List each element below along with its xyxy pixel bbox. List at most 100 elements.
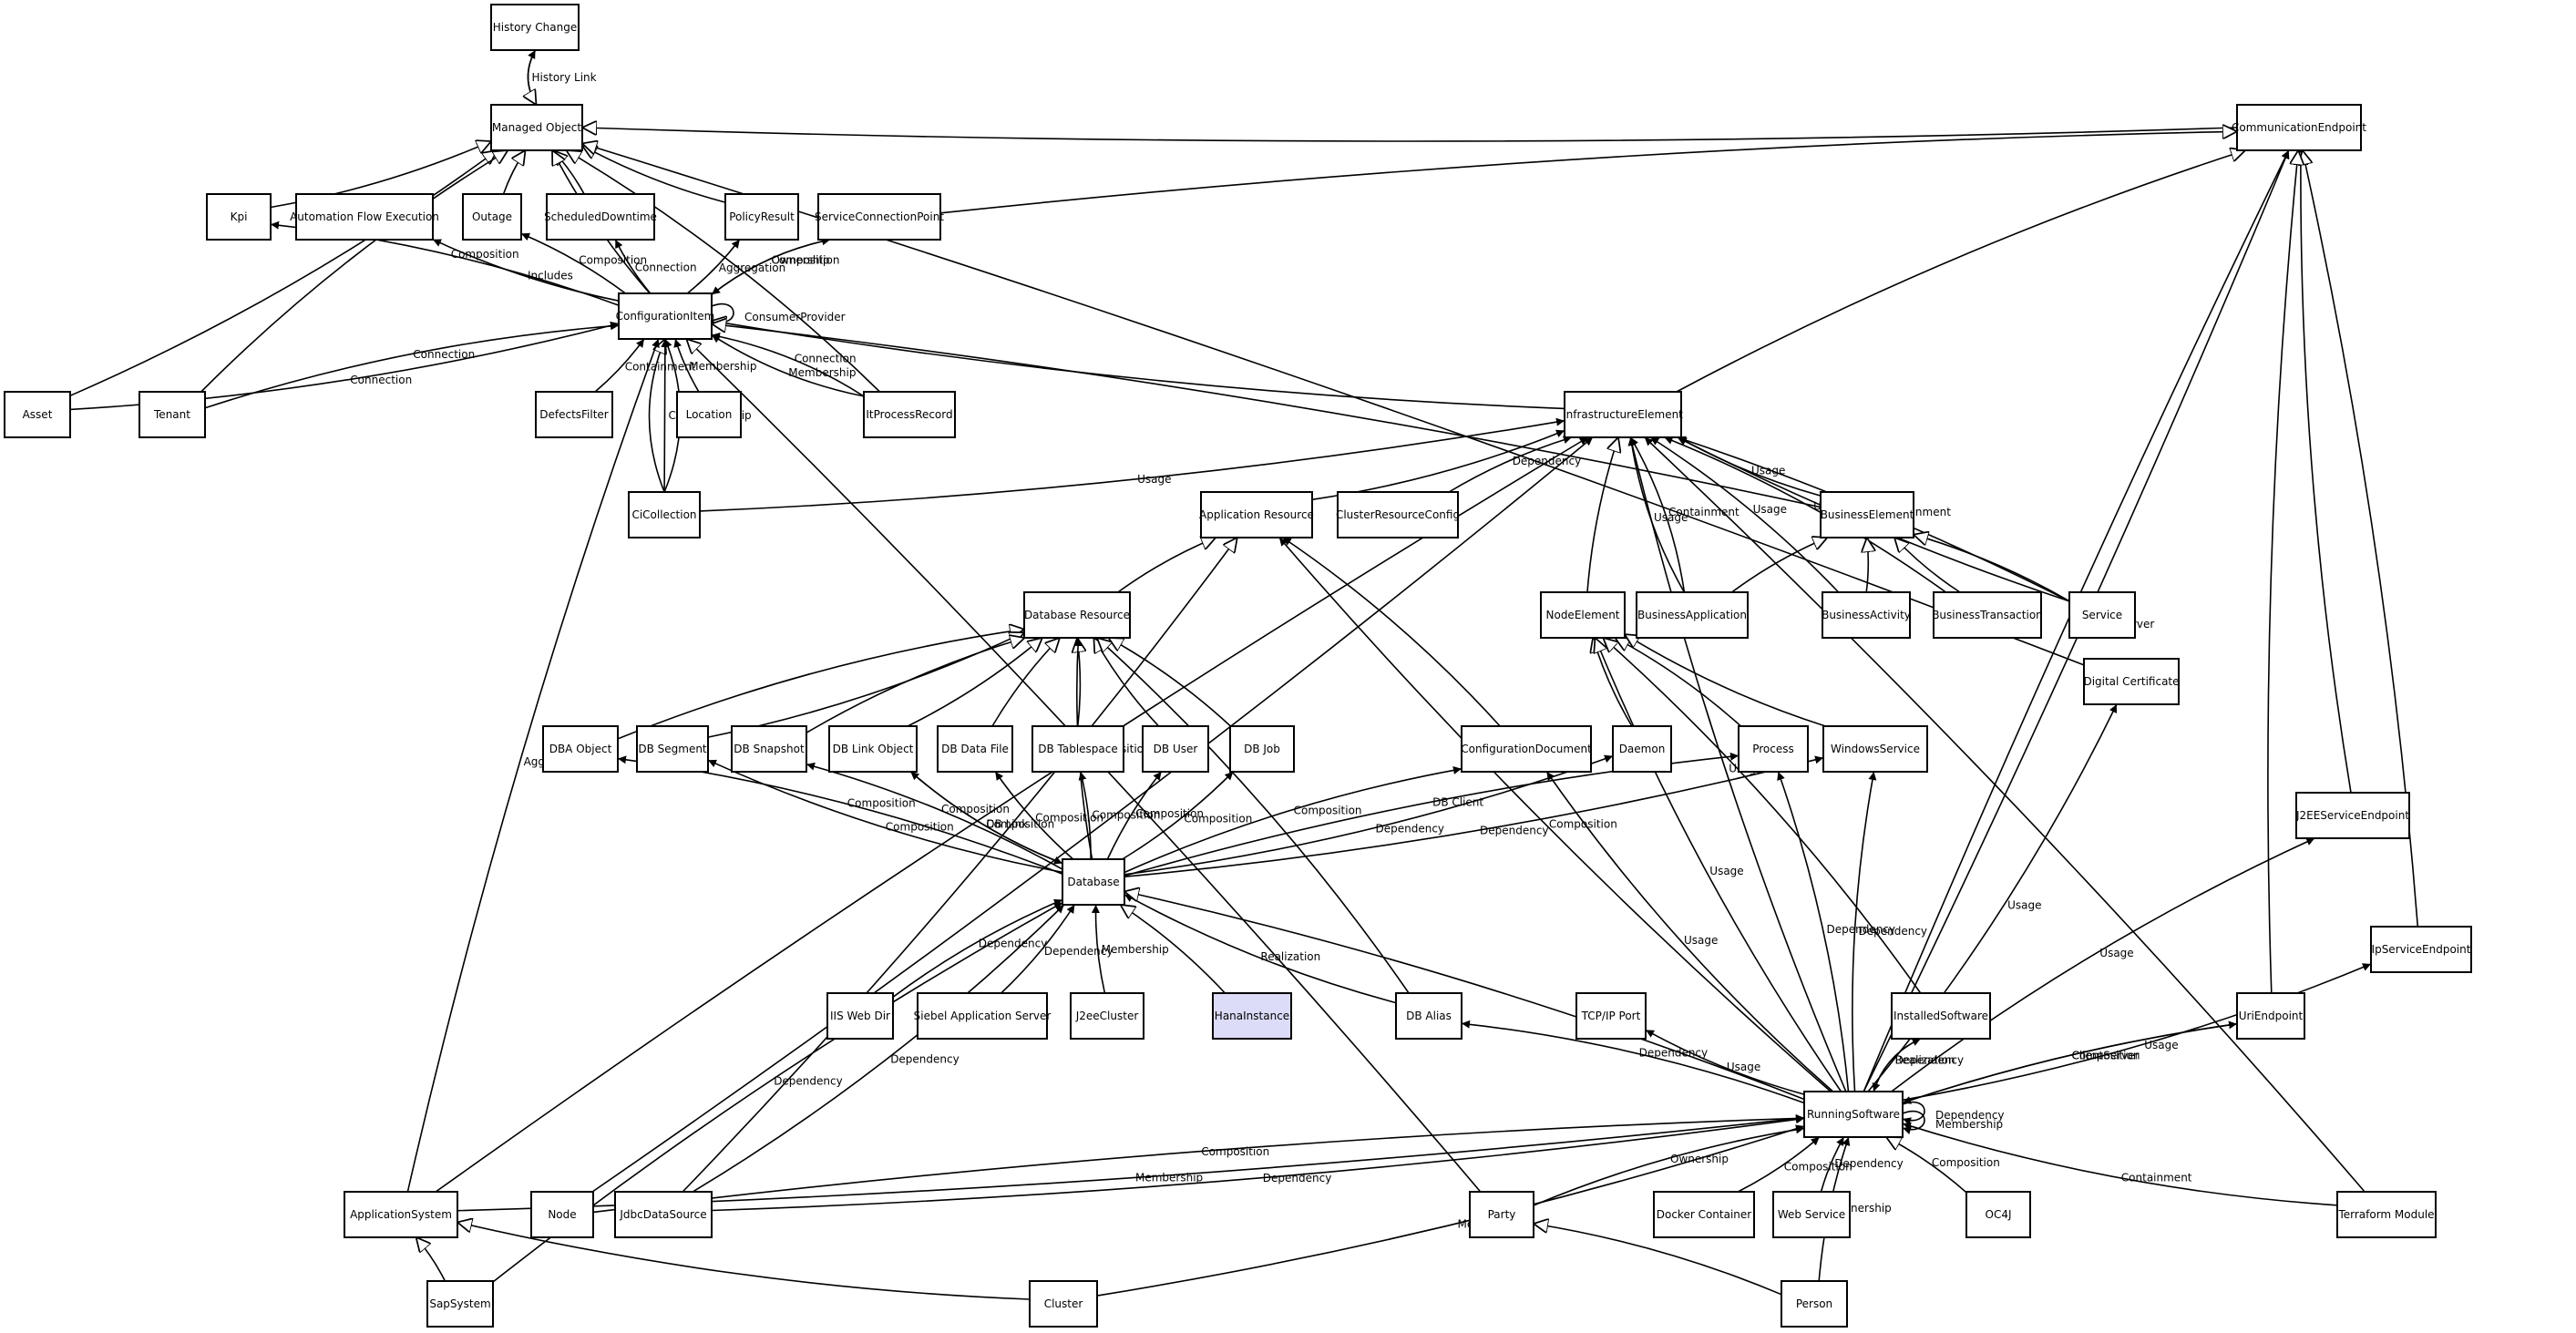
node-box[interactable] bbox=[636, 725, 709, 773]
node-box[interactable] bbox=[1738, 725, 1809, 773]
node-box[interactable] bbox=[826, 992, 894, 1040]
node-box[interactable] bbox=[1653, 1191, 1755, 1238]
class-node-cluster-resource-config[interactable]: ClusterResourceConfig bbox=[1336, 491, 1460, 538]
class-node-communication-endpoint[interactable]: CommunicationEndpoint bbox=[2232, 104, 2366, 151]
node-box[interactable] bbox=[628, 491, 701, 538]
class-node-jdbc-data-source[interactable]: JdbcDataSource bbox=[614, 1191, 713, 1238]
node-box[interactable] bbox=[2236, 104, 2362, 151]
class-node-digital-certificate[interactable]: Digital Certificate bbox=[2083, 658, 2180, 705]
node-box[interactable] bbox=[1023, 591, 1131, 639]
node-box[interactable] bbox=[817, 193, 941, 241]
node-box[interactable] bbox=[917, 992, 1048, 1040]
class-node-database[interactable]: Database bbox=[1062, 858, 1125, 906]
class-node-dbuser[interactable]: DB User bbox=[1142, 725, 1209, 773]
class-node-database-resource[interactable]: Database Resource bbox=[1023, 591, 1131, 639]
class-node-party[interactable]: Party bbox=[1469, 1191, 1534, 1238]
node-box[interactable] bbox=[1803, 1091, 1904, 1138]
class-node-docker-container[interactable]: Docker Container bbox=[1653, 1191, 1755, 1238]
class-node-service[interactable]: Service bbox=[2068, 591, 2136, 639]
node-box[interactable] bbox=[1575, 992, 1647, 1040]
node-box[interactable] bbox=[1337, 491, 1459, 538]
class-node-dbtablespace[interactable]: DB Tablespace bbox=[1031, 725, 1124, 773]
node-box[interactable] bbox=[542, 725, 619, 773]
node-box[interactable] bbox=[1822, 591, 1911, 639]
class-node-business-transaction[interactable]: BusinessTransaction bbox=[1932, 591, 2043, 639]
node-box[interactable] bbox=[2295, 792, 2410, 839]
class-node-it-process-record[interactable]: ItProcessRecord bbox=[863, 391, 956, 438]
class-node-history-change[interactable]: History Change bbox=[490, 4, 580, 51]
node-box[interactable] bbox=[2068, 591, 2136, 639]
class-node-iisweb-dir[interactable]: IIS Web Dir bbox=[826, 992, 894, 1040]
class-node-defects-filter[interactable]: DefectsFilter bbox=[535, 391, 613, 438]
class-node-hana-instance[interactable]: HanaInstance bbox=[1212, 992, 1292, 1040]
node-box[interactable] bbox=[1029, 1280, 1098, 1328]
class-node-windows-service[interactable]: WindowsService bbox=[1822, 725, 1928, 773]
class-node-dbjob[interactable]: DB Job bbox=[1229, 725, 1295, 773]
class-node-process[interactable]: Process bbox=[1738, 725, 1809, 773]
class-node-sap-system[interactable]: SapSystem bbox=[426, 1280, 494, 1328]
node-box[interactable] bbox=[206, 193, 272, 241]
node-box[interactable] bbox=[1062, 858, 1125, 906]
class-node-scheduled-downtime[interactable]: ScheduledDowntime bbox=[544, 193, 657, 241]
node-box[interactable] bbox=[426, 1280, 494, 1328]
node-box[interactable] bbox=[1461, 725, 1592, 773]
node-box[interactable] bbox=[2236, 992, 2305, 1040]
class-node-business-element[interactable]: BusinessElement bbox=[1820, 491, 1914, 538]
class-node-service-connection-point[interactable]: ServiceConnectionPoint bbox=[815, 193, 944, 241]
class-node-business-activity[interactable]: BusinessActivity bbox=[1822, 591, 1911, 639]
node-box[interactable] bbox=[731, 725, 807, 773]
node-box[interactable] bbox=[1636, 591, 1749, 639]
node-box[interactable] bbox=[1229, 725, 1295, 773]
node-box[interactable] bbox=[344, 1191, 458, 1238]
node-box[interactable] bbox=[937, 725, 1013, 773]
node-box[interactable] bbox=[828, 725, 918, 773]
node-box[interactable] bbox=[618, 292, 713, 340]
class-node-outage[interactable]: Outage bbox=[462, 193, 522, 241]
node-box[interactable] bbox=[4, 391, 71, 438]
class-node-managed-object[interactable]: Managed Object bbox=[490, 104, 583, 151]
node-box[interactable] bbox=[462, 193, 522, 241]
class-node-infrastructure-element[interactable]: InfrastructureElement bbox=[1563, 391, 1683, 438]
class-node-tenant[interactable]: Tenant bbox=[139, 391, 206, 438]
class-node-tcpipport[interactable]: TCP/IP Port bbox=[1575, 992, 1647, 1040]
class-node-configuration-item[interactable]: ConfigurationItem bbox=[616, 292, 715, 340]
class-node-cluster[interactable]: Cluster bbox=[1029, 1280, 1098, 1328]
class-node-running-software[interactable]: RunningSoftware bbox=[1803, 1091, 1904, 1138]
class-node-automation-flow-execution[interactable]: Automation Flow Execution bbox=[290, 193, 439, 241]
node-box[interactable] bbox=[1965, 1191, 2031, 1238]
node-box[interactable] bbox=[490, 104, 583, 151]
node-box[interactable] bbox=[546, 193, 655, 241]
node-box[interactable] bbox=[2336, 1191, 2437, 1238]
class-node-kpi[interactable]: Kpi bbox=[206, 193, 272, 241]
node-box[interactable] bbox=[1200, 491, 1313, 538]
node-box[interactable] bbox=[1820, 491, 1914, 538]
class-node-j2-eeservice-endpoint[interactable]: J2EEServiceEndpoint bbox=[2295, 792, 2410, 839]
node-box[interactable] bbox=[1564, 391, 1682, 438]
node-box[interactable] bbox=[1772, 1191, 1851, 1238]
class-node-dbalias[interactable]: DB Alias bbox=[1395, 992, 1462, 1040]
node-box[interactable] bbox=[1031, 725, 1124, 773]
node-box[interactable] bbox=[1933, 591, 2042, 639]
class-node-dbsnapshot[interactable]: DB Snapshot bbox=[731, 725, 807, 773]
class-node-daemon[interactable]: Daemon bbox=[1612, 725, 1672, 773]
class-node-ip-service-endpoint[interactable]: IpServiceEndpoint bbox=[2370, 926, 2472, 973]
node-box[interactable] bbox=[2083, 658, 2180, 705]
class-node-application-resource[interactable]: Application Resource bbox=[1199, 491, 1314, 538]
node-box[interactable] bbox=[1540, 591, 1626, 639]
class-node-configuration-document[interactable]: ConfigurationDocument bbox=[1461, 725, 1592, 773]
node-box[interactable] bbox=[1395, 992, 1462, 1040]
node-box[interactable] bbox=[863, 391, 956, 438]
class-node-asset[interactable]: Asset bbox=[4, 391, 71, 438]
class-node-web-service[interactable]: Web Service bbox=[1772, 1191, 1851, 1238]
class-node-installed-software[interactable]: InstalledSoftware bbox=[1891, 992, 1991, 1040]
node-box[interactable] bbox=[1612, 725, 1672, 773]
class-node-application-system[interactable]: ApplicationSystem bbox=[344, 1191, 458, 1238]
node-box[interactable] bbox=[676, 391, 742, 438]
node-box[interactable] bbox=[1212, 992, 1292, 1040]
class-node-dbaobject[interactable]: DBA Object bbox=[542, 725, 619, 773]
node-box[interactable] bbox=[1781, 1280, 1848, 1328]
node-box[interactable] bbox=[1822, 725, 1928, 773]
node-box[interactable] bbox=[1891, 992, 1991, 1040]
node-box[interactable] bbox=[1142, 725, 1209, 773]
class-node-dbdata-file[interactable]: DB Data File bbox=[937, 725, 1013, 773]
